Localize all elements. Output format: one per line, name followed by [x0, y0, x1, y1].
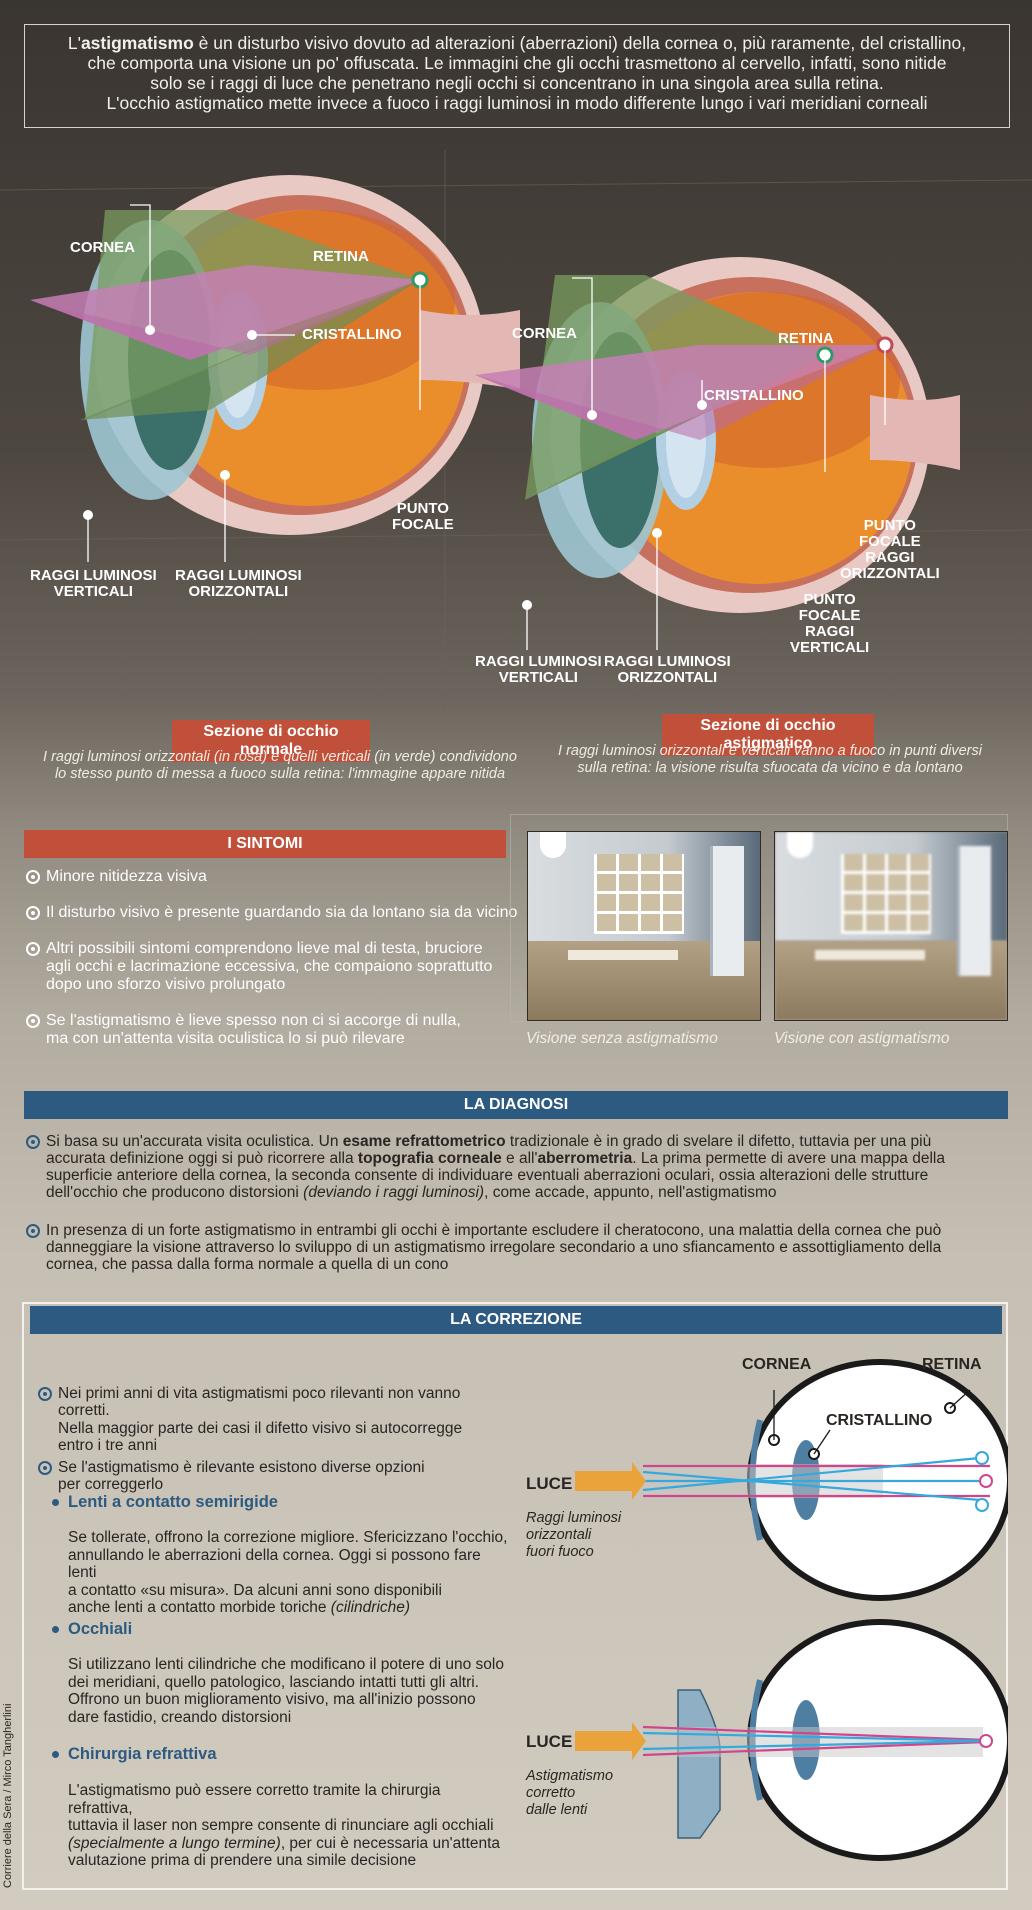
astig-cristallino-label: CRISTALLINO [704, 387, 804, 404]
astig-eye-tag: Sezione di occhio astigmatico [662, 714, 874, 756]
correzione-box [22, 1302, 1008, 1890]
chirurgia-text: L'astigmatismo può essere corretto trami… [68, 1782, 501, 1869]
occhiali-heading: Occhiali [46, 1620, 132, 1639]
sintomi-item: Se l'astigmatismo è lieve spesso non ci … [24, 1012, 524, 1048]
normal-raggi-orizzontali-label: RAGGI LUMINOSI ORIZZONTALI [175, 567, 302, 600]
astig-cornea-label: CORNEA [512, 325, 578, 342]
correction-diagrams [575, 1359, 1008, 1861]
intro-box: L'astigmatismo è un disturbo visivo dovu… [24, 24, 1010, 128]
caption-con: Visione con astigmatismo [774, 1030, 950, 1047]
normal-punto-focale-label: PUNTO FOCALE [392, 500, 454, 533]
sintomi-item: Minore nitidezza visiva [24, 868, 524, 886]
normal-eye-tag: Sezione di occhio normale [172, 720, 370, 762]
caption-fuori-fuoco: Raggi luminosi orizzontali fuori fuoco [526, 1510, 622, 1560]
diagnosi-header: LA DIAGNOSI [24, 1091, 1008, 1119]
bullet-icon [26, 1224, 40, 1238]
occhiali-text: Si utilizzano lenti cilindriche che modi… [68, 1656, 504, 1726]
bullet-icon [38, 1386, 52, 1401]
chirurgia-heading: Chirurgia refrattiva [46, 1745, 217, 1764]
lenti-heading: Lenti a contatto semirigide [46, 1493, 278, 1512]
credit-text: Corriere della Sera / Mirco Tangherlini [2, 1703, 14, 1888]
caption-corretto: Astigmatismo corretto dalle lenti [526, 1768, 614, 1818]
intro-line-3: solo se i raggi di luce che penetrano ne… [150, 73, 884, 93]
corr-retina-label: RETINA [922, 1356, 982, 1373]
astig-punto-focale-orizz-label: PUNTO FOCALE RAGGI ORIZZONTALI [840, 517, 940, 582]
bullet-icon [26, 1014, 40, 1028]
normal-eye-description: I raggi luminosi orizzontali (in rosa) e… [43, 749, 517, 782]
correzione-bullet-1: Nei primi anni di vita astigmatismi poco… [36, 1367, 516, 1472]
normal-cornea-label: CORNEA [70, 239, 136, 256]
bullet-icon [26, 942, 40, 956]
luce-label-2: LUCE [526, 1732, 573, 1751]
normal-retina-label: RETINA [313, 248, 369, 265]
intro-line-4: L'occhio astigmatico mette invece a fuoc… [106, 93, 928, 113]
room-photo-blurred [774, 831, 1008, 1021]
sintomi-list: Minore nitidezza visiva Il disturbo visi… [24, 868, 524, 1062]
diagnosi-paragraph-2: In presenza di un forte astigmatismo in … [24, 1222, 944, 1273]
bullet-icon [26, 870, 40, 884]
astig-raggi-verticali-label: RAGGI LUMINOSI VERTICALI [475, 653, 602, 686]
eye-diagrams [0, 150, 1032, 710]
astig-eye-description: I raggi luminosi orizzontali e verticali… [558, 743, 982, 776]
astig-retina-label: RETINA [778, 330, 834, 347]
corr-cornea-label: CORNEA [742, 1356, 812, 1373]
sintomi-header: I SINTOMI [24, 830, 506, 858]
intro-line-2: che comporta una visione un po' offuscat… [87, 53, 947, 73]
correzione-bullet-2: Se l'astigmatismo è rilevante esistono d… [36, 1441, 516, 1511]
sintomi-item: Altri possibili sintomi comprendono liev… [24, 940, 524, 994]
bullet-icon [38, 1460, 52, 1475]
corr-cristallino-label: CRISTALLINO [826, 1412, 933, 1429]
caption-senza: Visione senza astigmatismo [526, 1030, 718, 1047]
lenti-text: Se tollerate, offrono la correzione migl… [68, 1529, 508, 1616]
sintomi-item: Il disturbo visivo è presente guardando … [24, 904, 524, 922]
diagnosi-paragraph-1: Si basa su un'accurata visita oculistica… [24, 1133, 974, 1201]
bullet-icon [26, 1135, 40, 1149]
normal-raggi-verticali-label: RAGGI LUMINOSI VERTICALI [30, 567, 157, 600]
astig-raggi-orizzontali-label: RAGGI LUMINOSI ORIZZONTALI [604, 653, 731, 686]
normal-cristallino-label: CRISTALLINO [302, 326, 402, 343]
astigmatic-eye-illustration [475, 257, 960, 650]
correzione-header: LA CORREZIONE [30, 1306, 1002, 1334]
luce-label-1: LUCE [526, 1474, 573, 1493]
intro-line-1: L'astigmatismo è un disturbo visivo dovu… [67, 33, 967, 53]
bullet-icon [26, 906, 40, 920]
astig-punto-focale-vert-label: PUNTO FOCALE RAGGI VERTICALI [790, 591, 870, 656]
normal-eye-illustration [30, 175, 520, 562]
room-photo-sharp [527, 831, 761, 1021]
